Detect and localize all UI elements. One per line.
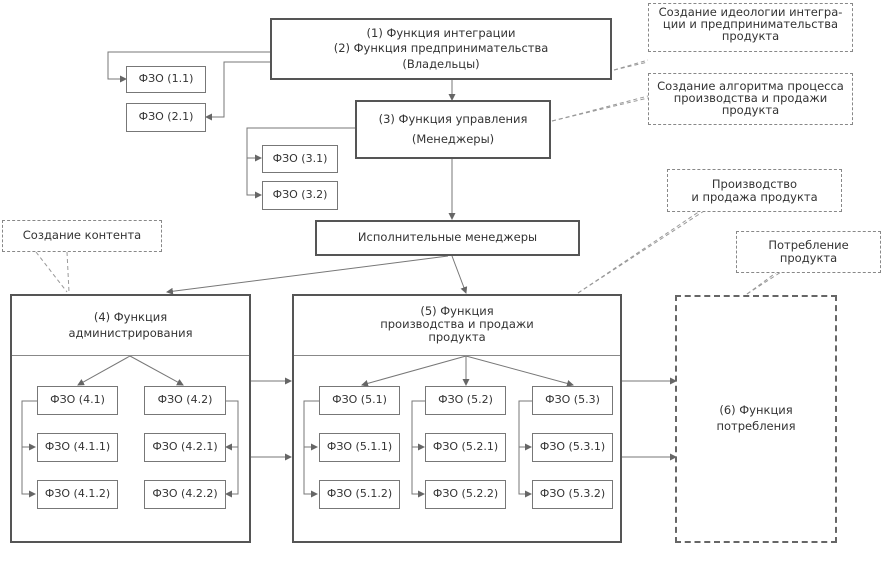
- fzo-5-3-1-label: ФЗО (5.3.1): [539, 440, 606, 454]
- connector-exec-production: [451, 255, 468, 294]
- fzo-5-3-2-label: ФЗО (5.3.2): [539, 487, 606, 501]
- fzo-5-2-1-label: ФЗО (5.2.1): [432, 440, 499, 454]
- fzo-5-1-2-box: ФЗО (5.1.2): [319, 480, 400, 509]
- fzo-4-1-2-box: ФЗО (4.1.2): [37, 480, 118, 509]
- fzo-4-2-1-box: ФЗО (4.2.1): [144, 433, 226, 462]
- production-divider: [294, 355, 620, 356]
- fzo-5-2-label: ФЗО (5.2): [438, 393, 493, 407]
- production-line3: продукта: [428, 330, 486, 345]
- admin-box: [10, 294, 251, 543]
- fzo-5-1-label: ФЗО (5.1): [332, 393, 387, 407]
- fzo-1-1-box: ФЗО (1.1): [126, 66, 206, 93]
- owners-line3: (Владельцы): [402, 56, 480, 71]
- consumption-line2: потребления: [716, 419, 796, 433]
- fzo-5-3-2-box: ФЗО (5.3.2): [532, 480, 613, 509]
- note-prodsale: Производство и продажа продукта: [667, 169, 842, 212]
- fzo-5-1-2-label: ФЗО (5.1.2): [326, 487, 393, 501]
- managers-line2: (Менеджеры): [411, 131, 495, 146]
- fzo-4-1-1-box: ФЗО (4.1.1): [37, 433, 118, 462]
- connector-owners-f11: [107, 51, 270, 83]
- note-content-line1: Создание контента: [22, 228, 142, 243]
- fzo-5-3-box: ФЗО (5.3): [532, 386, 613, 415]
- note-consume: Потребление продукта: [736, 231, 881, 273]
- note-ideology-line3: продукта: [721, 29, 780, 44]
- note-consume-line1: Потребление: [768, 238, 849, 252]
- note-consume-line2: продукта: [779, 250, 838, 265]
- fzo-5-2-2-box: ФЗО (5.2.2): [425, 480, 506, 509]
- fzo-4-1-1-label: ФЗО (4.1.1): [44, 440, 111, 454]
- connector-exec-admin: [166, 255, 449, 295]
- fzo-5-2-2-label: ФЗО (5.2.2): [432, 487, 499, 501]
- fzo-4-1-box: ФЗО (4.1): [37, 386, 118, 415]
- note-ideology: Создание идеологии интегра- ции и предпр…: [648, 3, 853, 52]
- fzo-5-2-1-box: ФЗО (5.2.1): [425, 433, 506, 462]
- fzo-2-1-box: ФЗО (2.1): [126, 103, 206, 132]
- note-ideology-line1: Создание идеологии интегра-: [658, 5, 843, 19]
- connector-prod-f53: [465, 355, 574, 387]
- production-line2: производства и продажи: [380, 317, 534, 332]
- admin-line2: администрирования: [68, 326, 193, 341]
- connector-prod-f51: [361, 355, 467, 387]
- executives-box: Исполнительные менеджеры: [315, 220, 580, 256]
- note-prodsale-line1: Производство: [711, 177, 798, 191]
- leader-consume-2: [746, 271, 782, 295]
- fzo-5-1-1-label: ФЗО (5.1.1): [326, 440, 393, 454]
- fzo-4-1-label: ФЗО (4.1): [50, 393, 105, 407]
- consumption-box: (6) Функция потребления: [675, 295, 837, 543]
- fzo-4-2-2-label: ФЗО (4.2.2): [152, 487, 218, 501]
- fzo-4-2-2-box: ФЗО (4.2.2): [144, 480, 226, 509]
- note-algorithm-line1: Создание алгоритма процесса: [657, 79, 844, 93]
- production-box: [292, 294, 622, 543]
- fzo-5-3-1-box: ФЗО (5.3.1): [532, 433, 613, 462]
- production-line1: (5) Функция: [420, 304, 494, 318]
- note-algorithm: Создание алгоритма процесса производства…: [648, 73, 853, 125]
- note-content: Создание контента: [2, 220, 162, 252]
- fzo-4-2-box: ФЗО (4.2): [144, 386, 226, 415]
- leader-prodsale-2: [577, 210, 705, 294]
- fzo-2-1-label: ФЗО (2.1): [138, 110, 194, 124]
- leader-consume: [746, 271, 778, 295]
- executives-label: Исполнительные менеджеры: [357, 230, 538, 245]
- managers-box: (3) Функция управления (Менеджеры): [355, 100, 551, 159]
- fzo-4-2-label: ФЗО (4.2): [157, 393, 213, 407]
- leader-content: [35, 251, 68, 293]
- fzo-5-1-box: ФЗО (5.1): [319, 386, 400, 415]
- connector-admin-f42: [129, 355, 184, 386]
- note-prodsale-line2: и продажа продукта: [691, 189, 818, 204]
- leader-content-2: [66, 251, 70, 293]
- admin-line1: (4) Функция: [93, 310, 168, 324]
- fzo-3-1-label: ФЗО (3.1): [272, 151, 328, 165]
- admin-divider: [12, 355, 249, 356]
- fzo-4-2-1-label: ФЗО (4.2.1): [152, 440, 218, 454]
- fzo-5-1-1-box: ФЗО (5.1.1): [319, 433, 400, 462]
- note-ideology-line2: ции и предпринимательства: [662, 17, 839, 32]
- note-algorithm-line2: производства и продажи: [673, 91, 828, 106]
- consumption-line1: (6) Функция: [719, 403, 793, 418]
- fzo-3-2-box: ФЗО (3.2): [262, 181, 338, 210]
- leader-ideology: [613, 59, 649, 71]
- connector-managers-f31: [246, 127, 355, 162]
- fzo-5-3-label: ФЗО (5.3): [545, 393, 600, 407]
- fzo-3-2-label: ФЗО (3.2): [272, 188, 328, 202]
- owners-box: (1) Функция интеграции (2) Функция предп…: [270, 18, 612, 80]
- owners-line1: (1) Функция интеграции: [366, 25, 516, 40]
- fzo-1-1-label: ФЗО (1.1): [138, 72, 194, 86]
- connector-managers-f32: [246, 158, 262, 199]
- managers-line1: (3) Функция управления: [378, 111, 528, 126]
- connector-admin-f41: [77, 355, 131, 386]
- leader-ideology-2: [613, 61, 649, 71]
- admin-title: (4) Функция администрирования: [12, 310, 249, 341]
- connector-owners-f21: [205, 61, 270, 121]
- production-title: (5) Функция производства и продажи проду…: [294, 304, 620, 345]
- fzo-4-1-2-label: ФЗО (4.1.2): [44, 487, 111, 501]
- fzo-3-1-box: ФЗО (3.1): [262, 145, 338, 173]
- owners-line2: (2) Функция предпринимательства: [333, 41, 549, 56]
- note-algorithm-line3: продукта: [721, 103, 780, 118]
- fzo-5-2-box: ФЗО (5.2): [425, 386, 506, 415]
- leader-algorithm-2: [551, 97, 649, 122]
